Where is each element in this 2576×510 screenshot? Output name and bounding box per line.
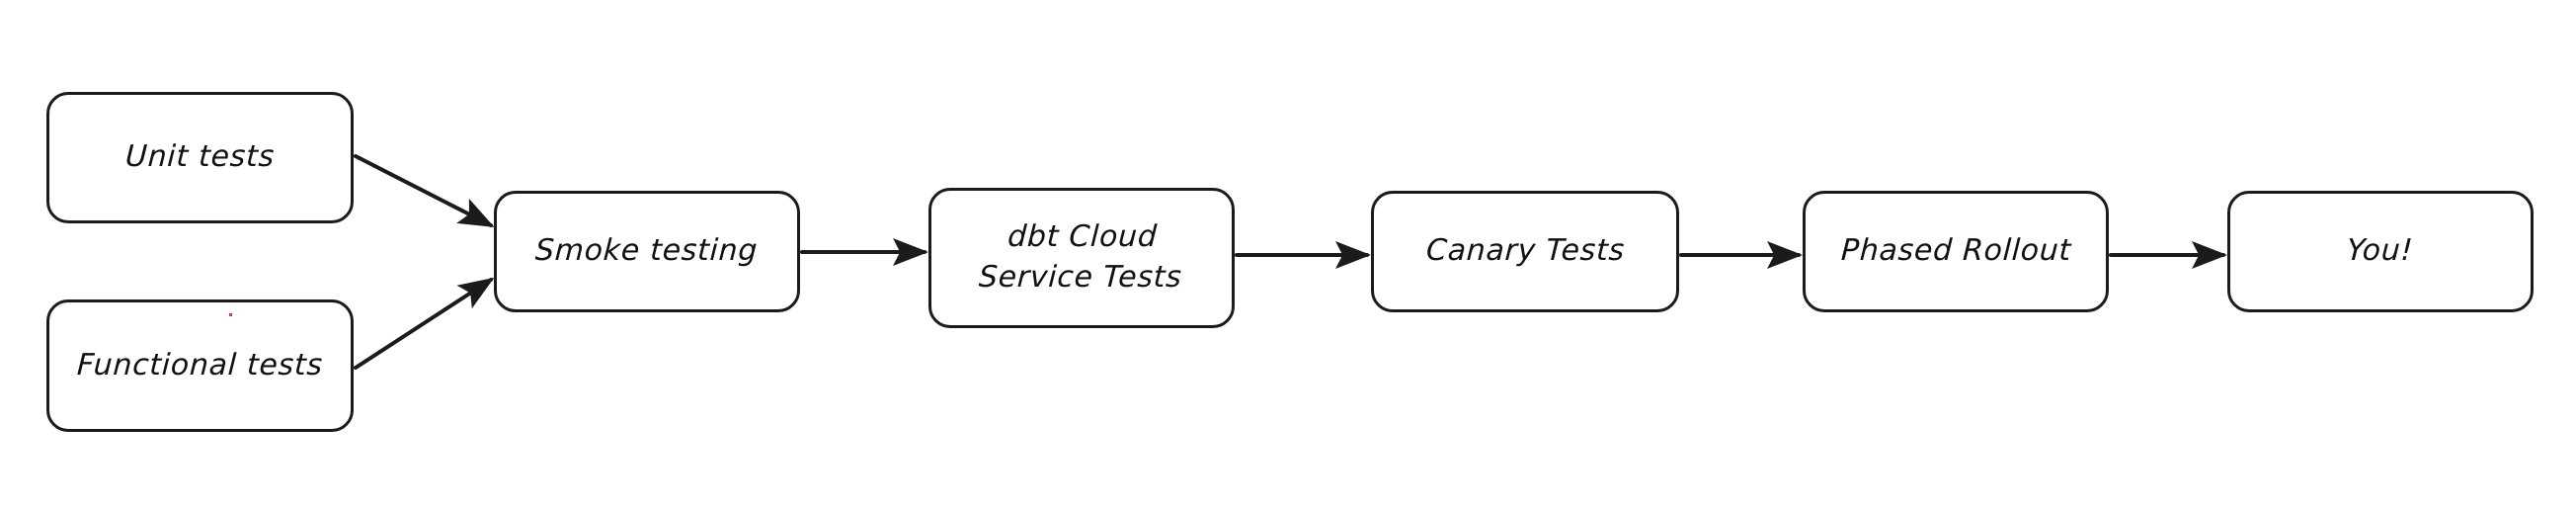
node-smoke-testing-label: Smoke testing — [534, 233, 760, 269]
node-you[interactable]: You! — [2227, 191, 2534, 312]
node-phased-rollout-label: Phased Rollout — [1839, 233, 2072, 269]
node-unit-tests-label: Unit tests — [124, 139, 276, 175]
node-phased-rollout[interactable]: Phased Rollout — [1803, 191, 2109, 312]
node-canary-tests[interactable]: Canary Tests — [1371, 191, 1679, 312]
node-you-label: You! — [2346, 233, 2415, 269]
edge-functional-to-smoke — [354, 277, 495, 370]
node-functional-tests-label: Functional tests — [76, 347, 324, 382]
node-unit-tests[interactable]: Unit tests — [46, 92, 354, 223]
node-dbt-cloud-service-tests-label: dbt Cloud Service Tests — [978, 219, 1183, 295]
node-functional-tests[interactable]: Functional tests — [46, 299, 354, 432]
edge-unit-to-smoke — [354, 154, 495, 227]
node-dbt-cloud-service-tests[interactable]: dbt Cloud Service Tests — [928, 188, 1235, 328]
render-artifact-dot — [229, 313, 232, 316]
node-canary-tests-label: Canary Tests — [1424, 233, 1626, 269]
node-smoke-testing[interactable]: Smoke testing — [494, 191, 800, 312]
